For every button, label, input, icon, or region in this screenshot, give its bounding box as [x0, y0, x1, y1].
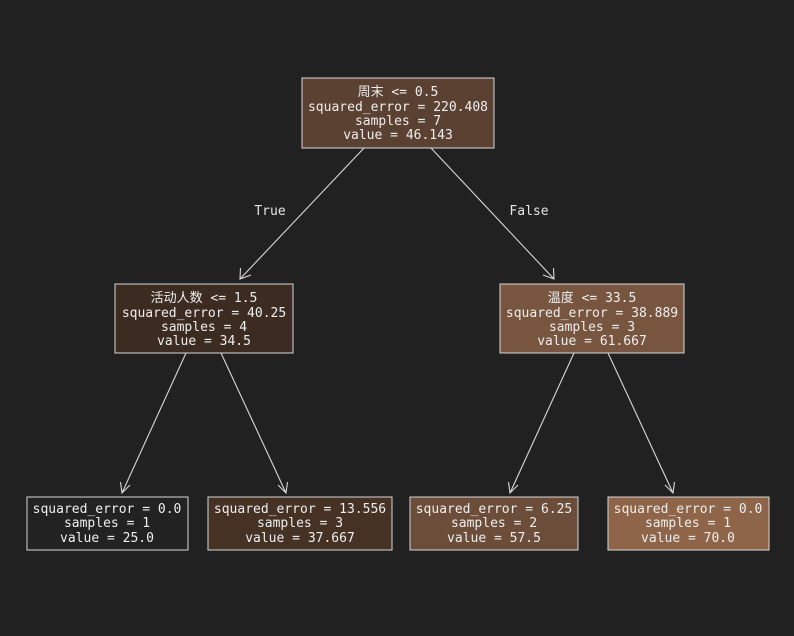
tree-leaf-rr: squared_error = 0.0 samples = 1 value = … [607, 496, 770, 551]
node-split-label: 温度 <= 33.5 [548, 290, 637, 306]
tree-edges [119, 147, 676, 495]
node-split-label: 活动人数 <= 1.5 [151, 291, 258, 306]
edge-right-rl [509, 352, 575, 494]
node-squared-error: squared_error = 40.25 [122, 306, 286, 321]
node-value: value = 46.143 [343, 128, 453, 143]
leaf-value: value = 57.5 [447, 531, 541, 546]
node-box [301, 77, 495, 149]
tree-node-root: 周末 <= 0.5 squared_error = 220.408 sample… [301, 77, 495, 149]
arrowhead-left-ll [119, 481, 131, 495]
leaf-squared-error: squared_error = 6.25 [416, 502, 573, 517]
edge-root-left [239, 147, 365, 280]
node-split-label: 周末 <= 0.5 [358, 85, 439, 100]
node-samples: samples = 4 [161, 320, 247, 335]
arrowhead-root-right [542, 267, 555, 280]
edge-label-true: True [254, 204, 285, 219]
leaf-box [26, 496, 189, 551]
node-squared-error: squared_error = 220.408 [308, 100, 488, 115]
leaf-squared-error: squared_error = 0.0 [614, 502, 763, 517]
edge-label-false: False [509, 204, 548, 219]
tree-leaf-ll: squared_error = 0.0 samples = 1 value = … [26, 496, 189, 551]
node-samples: samples = 3 [549, 320, 635, 335]
node-value: value = 34.5 [157, 334, 251, 349]
leaf-samples: samples = 1 [645, 516, 731, 531]
edge-right-rr [607, 352, 674, 494]
leaf-value: value = 70.0 [641, 531, 735, 546]
arrowhead-right-rr [664, 481, 676, 495]
edge-left-ll [121, 352, 187, 494]
node-box [499, 283, 685, 354]
node-value: value = 61.667 [537, 334, 647, 349]
leaf-squared-error: squared_error = 0.0 [33, 502, 182, 517]
leaf-value: value = 25.0 [60, 531, 154, 546]
leaf-samples: samples = 3 [257, 516, 343, 531]
leaf-value: value = 37.667 [245, 531, 355, 546]
arrowhead-left-lr [277, 481, 289, 495]
leaf-squared-error: squared_error = 13.556 [214, 502, 386, 517]
leaf-samples: samples = 1 [64, 516, 150, 531]
tree-leaf-rl: squared_error = 6.25 samples = 2 value =… [409, 496, 579, 551]
edge-left-lr [220, 352, 287, 494]
tree-leaf-lr: squared_error = 13.556 samples = 3 value… [207, 496, 393, 551]
node-squared-error: squared_error = 38.889 [506, 306, 678, 321]
arrowhead-right-rl [507, 481, 519, 495]
edge-root-right [430, 147, 555, 280]
leaf-box [207, 496, 393, 551]
tree-node-right: 温度 <= 33.5 squared_error = 38.889 sample… [499, 283, 685, 354]
leaf-box [409, 496, 579, 551]
node-box [114, 283, 294, 354]
tree-node-left: 活动人数 <= 1.5 squared_error = 40.25 sample… [114, 283, 294, 354]
leaf-box [607, 496, 770, 551]
arrowhead-root-left [239, 267, 252, 280]
node-samples: samples = 7 [355, 114, 441, 129]
leaf-samples: samples = 2 [451, 516, 537, 531]
